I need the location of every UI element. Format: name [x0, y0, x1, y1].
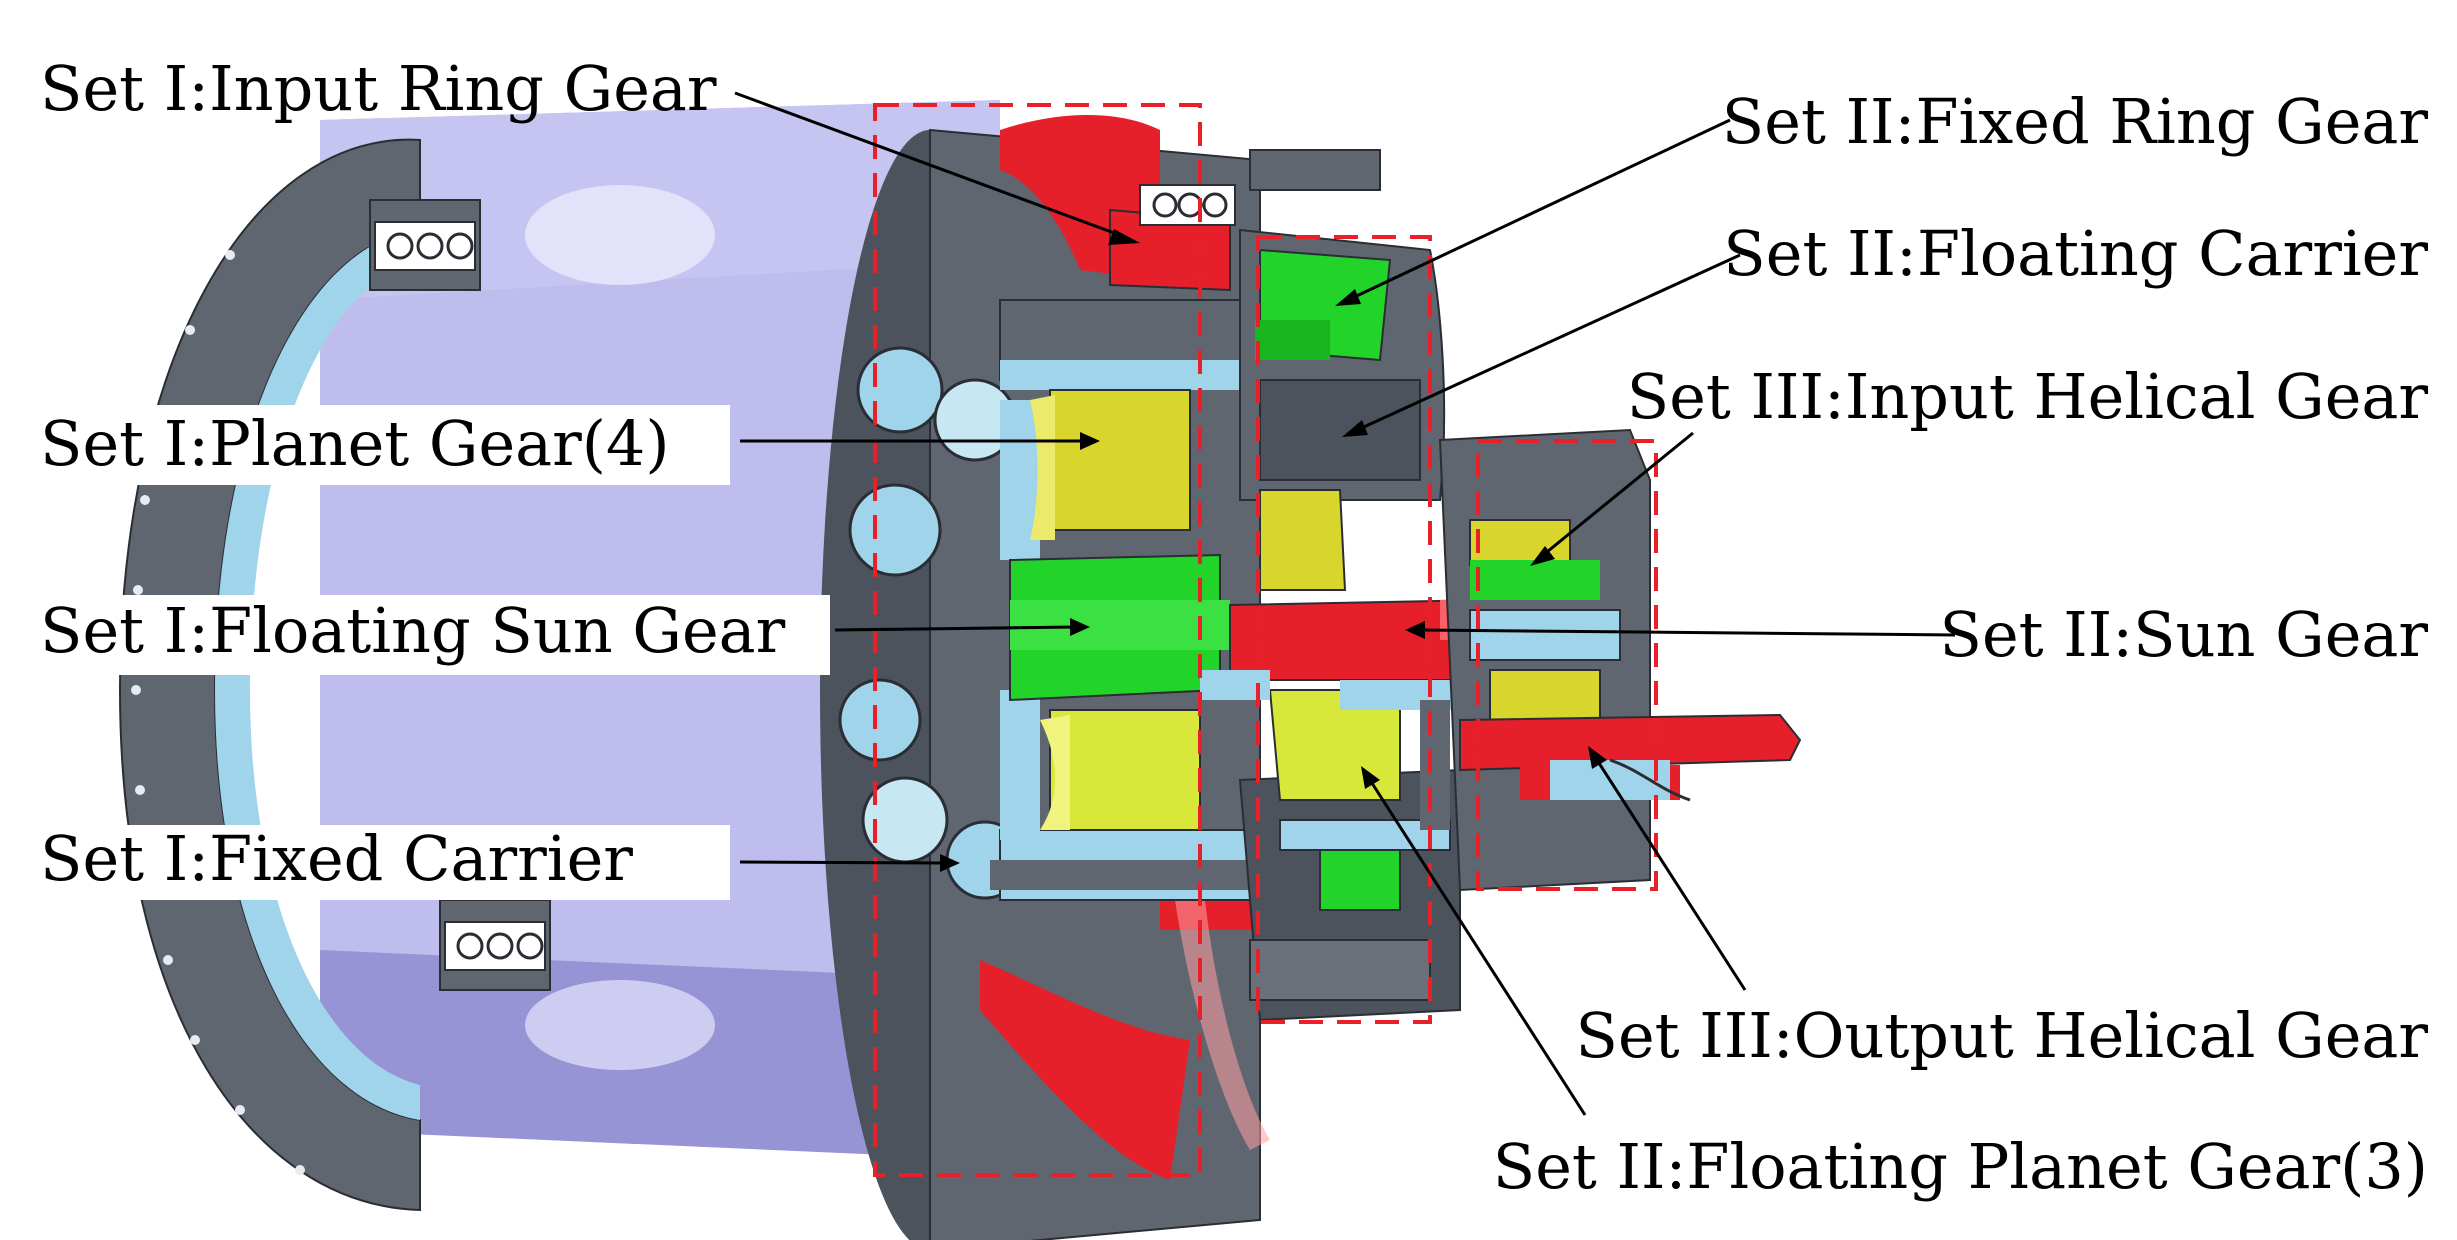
- leader-lines: [734, 91, 1956, 1116]
- stage-one-sun-gear: [1009, 553, 1230, 702]
- leader-floating-carrier: [1342, 253, 1741, 437]
- label-output-helical-gear: Set III:Output Helical Gear: [1575, 999, 2428, 1072]
- label-sun-gear: Set II:Sun Gear: [1939, 598, 2428, 671]
- leader-output-helical-gear: [1588, 746, 1747, 991]
- stage-two-ring-gear: [1255, 248, 1401, 911]
- label-bg-planet-gear: [30, 405, 730, 485]
- leader-input-helical-gear: [1530, 431, 1694, 566]
- leader-floating-sun-gear: [834, 618, 1090, 636]
- stage-one-box: [873, 103, 1202, 1177]
- stage-boxes: [873, 103, 1658, 1177]
- label-bg-fixed-carrier: [30, 825, 730, 900]
- labels: Set I:Input Ring Gear Set I:Planet Gear(…: [30, 52, 2428, 1203]
- stage-three-assembly: [1438, 428, 1802, 892]
- label-fixed-ring-gear: Set II:Fixed Ring Gear: [1722, 85, 2429, 158]
- label-floating-sun-gear: Set I:Floating Sun Gear: [40, 594, 786, 667]
- stage-one-structure: [990, 299, 1290, 901]
- stage-one-planet-gears: [1030, 389, 1201, 831]
- label-bg-floating-sun-gear: [30, 595, 830, 675]
- leader-floating-planet-gear: [1361, 766, 1587, 1116]
- label-floating-planet-gear: Set II:Floating Planet Gear(3): [1493, 1130, 2428, 1203]
- label-input-ring-gear: Set I:Input Ring Gear: [40, 52, 717, 125]
- stage-three-box: [1476, 439, 1658, 891]
- leader-planet-gear: [740, 432, 1100, 450]
- label-planet-gear: Set I:Planet Gear(4): [40, 407, 670, 480]
- label-input-helical-gear: Set III:Input Helical Gear: [1627, 360, 2429, 433]
- leader-input-ring-gear: [734, 91, 1140, 245]
- leader-fixed-ring-gear: [1335, 118, 1731, 306]
- label-floating-carrier: Set II:Floating Carrier: [1723, 217, 2428, 290]
- leader-sun-gear: [1405, 621, 1956, 639]
- leader-fixed-carrier: [739, 854, 960, 872]
- stage-two-box: [1256, 235, 1432, 1024]
- label-fixed-carrier: Set I:Fixed Carrier: [40, 822, 633, 895]
